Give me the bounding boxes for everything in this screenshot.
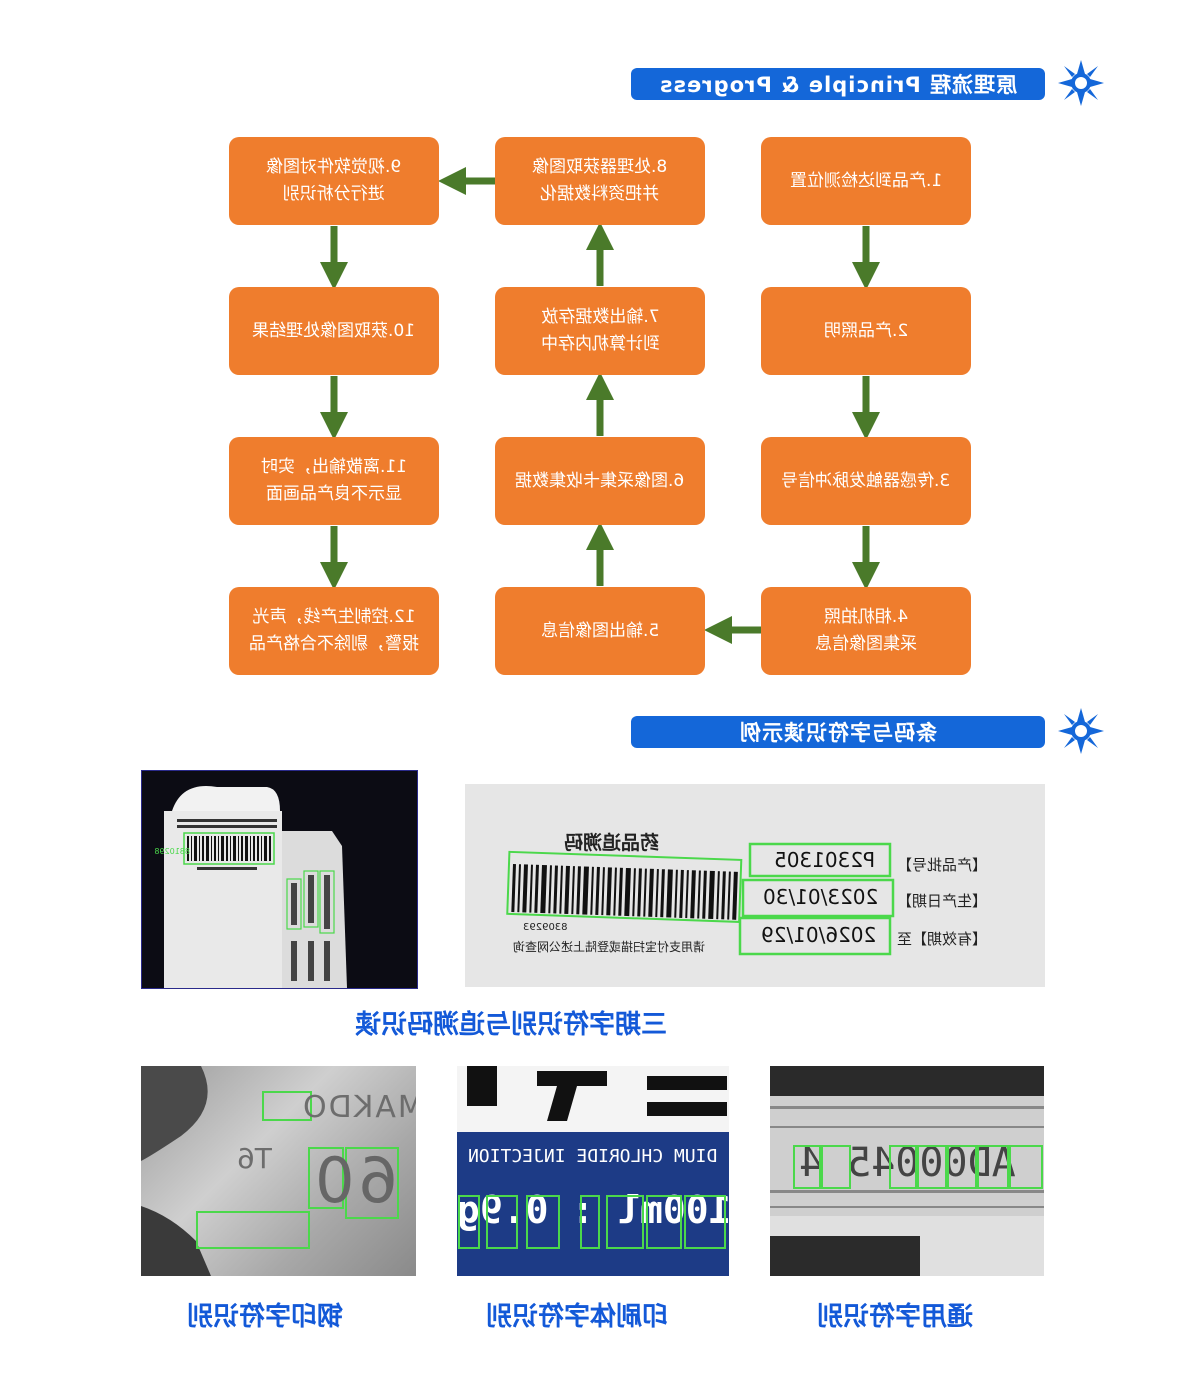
caption-date-trace: 三期字符识别与追溯码识读	[354, 1010, 667, 1040]
label-dates-image: 药品追溯码 P2301305 2023/01/30 2026/01/29 【产品…	[465, 784, 1045, 987]
field-production-date: 【生产日期】	[897, 892, 988, 910]
steel-text-t6: T6	[237, 1142, 272, 1175]
general-text-image: AD00045 4	[770, 1066, 1044, 1276]
steel-stamp-image: MAKDO T6 60	[141, 1066, 416, 1276]
production-date: 2023/01/30	[763, 885, 879, 909]
flow-step-8: 8.处理器获取图像 并把资料数据化	[495, 137, 705, 225]
flow-step-1: 1.产品到达检测位置	[761, 137, 971, 225]
field-batch: 【产品批号】	[897, 856, 988, 874]
section-title: 条码与字符识读示例	[739, 721, 937, 745]
sun-icon	[1058, 60, 1104, 106]
flow-step-11: 11.离散输出，实时 显示不良产品画面	[229, 437, 439, 525]
trace-number: 8309293	[523, 922, 568, 933]
section-header-principle: 原理流程 Principle & Progress	[631, 68, 1045, 100]
steel-text-60: 60	[311, 1144, 398, 1217]
printed-text-image: DIUM CHLORIDE INJECTION 100ml : 0.9g	[457, 1066, 729, 1276]
flow-step-4: 4.相机拍照 采集图像信息	[761, 587, 971, 675]
flow-step-7: 7.输出数据存放 到计算机内存中	[495, 287, 705, 375]
section-header-samples: 条码与字符识读示例	[631, 716, 1045, 748]
field-expiry: 【有效期】至	[897, 930, 988, 948]
caption-general: 通用字符识别	[816, 1302, 973, 1332]
batch-number: P2301305	[774, 848, 876, 872]
flow-step-3: 3.传感器触发脉冲信号	[761, 437, 971, 525]
steel-text-makdo: MAKDO	[301, 1090, 416, 1125]
box-barcode-number: 8810298	[154, 847, 190, 856]
trace-title: 药品追溯码	[564, 832, 660, 854]
flow-step-12: 12.控制生产线，声光 报警，剔除不合格产品	[229, 587, 439, 675]
flow-step-6: 6.图像采集卡收集数据	[495, 437, 705, 525]
flow-step-2: 2.产品照明	[761, 287, 971, 375]
caption-print: 印刷体字符识别	[485, 1302, 668, 1332]
expiry-date: 2026/01/29	[761, 923, 877, 947]
flow-arrows	[320, 167, 880, 644]
box-barcode-image: 8810298	[141, 770, 418, 989]
trace-footer: 请用支付宝扫描或登陆上述公网查询	[513, 940, 706, 954]
sun-icon	[1058, 708, 1104, 754]
caption-steel: 钢印字符识别	[186, 1302, 343, 1332]
flow-step-10: 10.获取图像处理结果	[229, 287, 439, 375]
flow-step-9: 9.视觉软件对图像 进行分析识别	[229, 137, 439, 225]
flow-step-5: 5.输出图像信息	[495, 587, 705, 675]
